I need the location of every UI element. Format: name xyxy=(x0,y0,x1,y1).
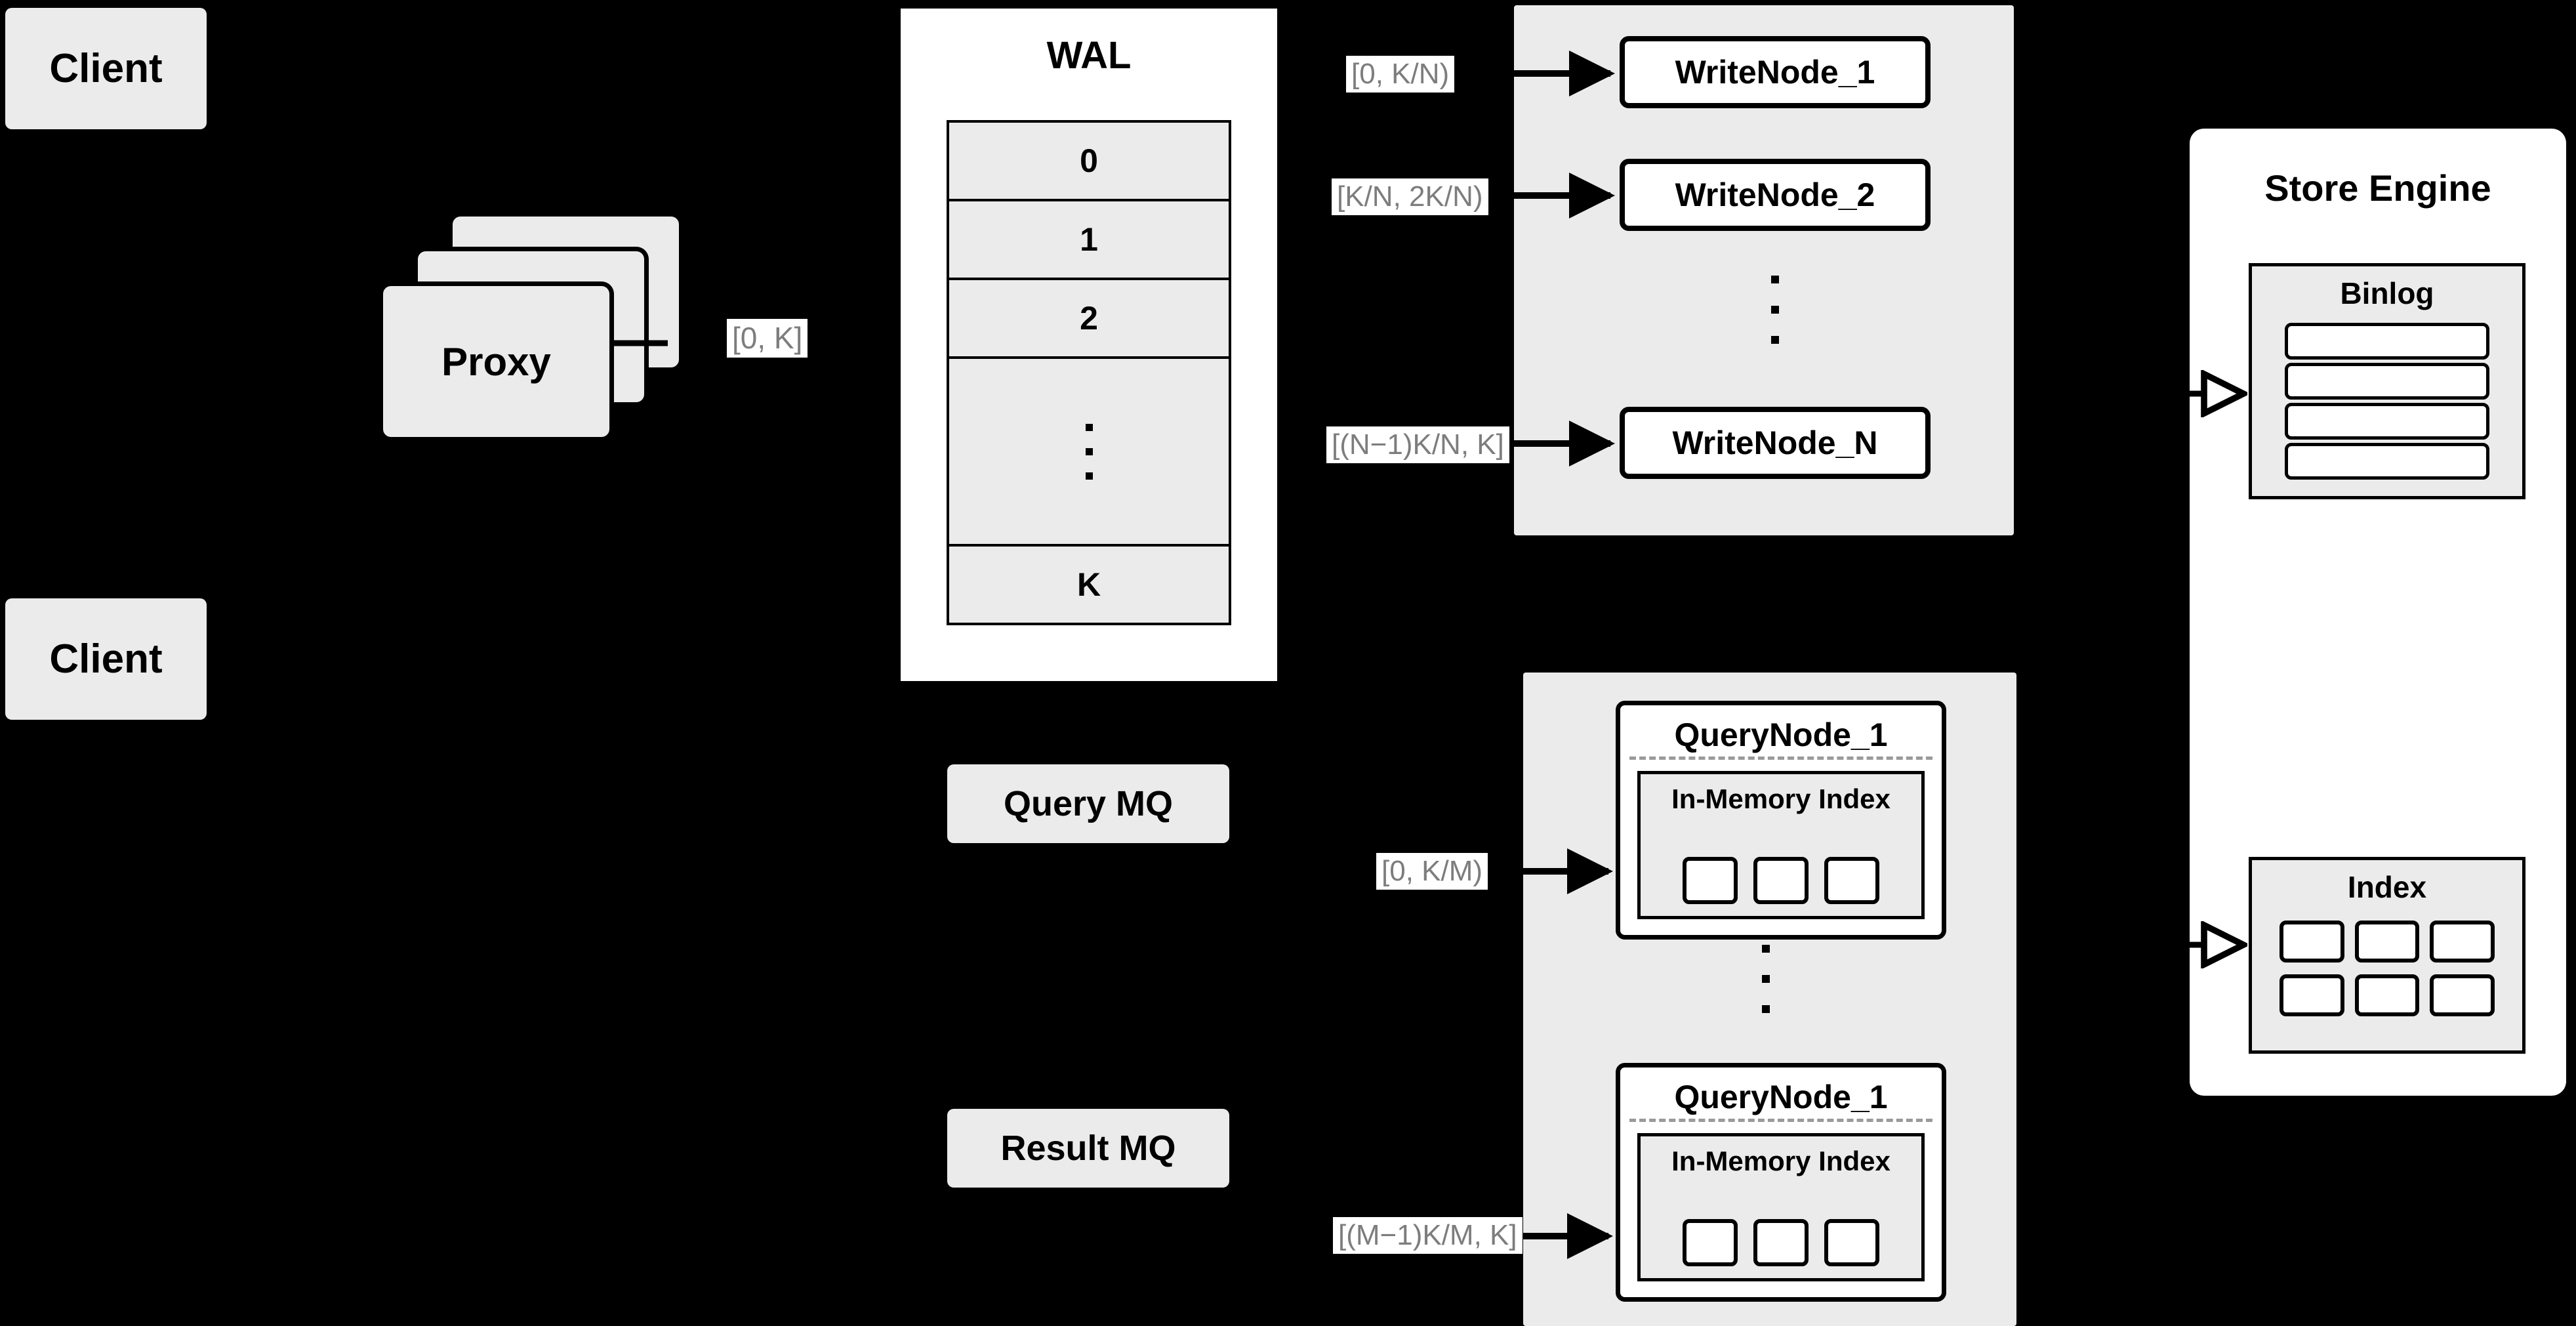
wal-entry-list: 0 1 2 K xyxy=(947,120,1231,625)
in-memory-index-m: In-Memory Index xyxy=(1637,1133,1925,1281)
ellipsis-dot xyxy=(1085,423,1093,431)
edge-label-write-node-1: [0, K/N) xyxy=(1346,56,1455,93)
query-node-ellipsis xyxy=(1762,945,1770,1013)
ellipsis-dot xyxy=(1771,336,1779,344)
query-node-1-divider xyxy=(1629,756,1932,760)
ellipsis-dot xyxy=(1085,472,1093,480)
wal-row-1[interactable]: 1 xyxy=(949,201,1229,280)
write-node-2-label: WriteNode_2 xyxy=(1675,176,1875,213)
store-engine-panel: Store Engine Binlog Index xyxy=(2190,129,2566,1096)
index-cell[interactable] xyxy=(1683,1219,1738,1266)
write-node-1[interactable]: WriteNode_1 xyxy=(1620,36,1931,108)
edge-label-write-node-2: [K/N, 2K/N) xyxy=(1332,178,1488,216)
in-memory-index-1-title: In-Memory Index xyxy=(1671,783,1891,814)
in-memory-index-m-cells xyxy=(1641,1219,1921,1266)
edge-label-query-node-m: [(M−1)K/M, K] xyxy=(1333,1217,1523,1254)
wal-title: WAL xyxy=(1046,34,1132,77)
binlog-row[interactable] xyxy=(2285,403,2489,440)
proxy-box[interactable]: Proxy xyxy=(383,286,609,437)
in-memory-index-1-cells xyxy=(1641,857,1921,904)
client-box-2[interactable]: Client xyxy=(5,598,207,720)
index-cell[interactable] xyxy=(1824,1219,1879,1266)
binlog-row[interactable] xyxy=(2285,323,2489,360)
query-mq-label: Query MQ xyxy=(1003,783,1174,823)
query-mq-box[interactable]: Query MQ xyxy=(947,764,1229,843)
ellipsis-dot xyxy=(1762,975,1770,983)
client-label-1: Client xyxy=(49,45,163,91)
index-cell[interactable] xyxy=(1824,857,1879,904)
wal-panel: WAL 0 1 2 K xyxy=(896,4,1282,686)
binlog-row-list xyxy=(2285,323,2489,480)
ellipsis-dot xyxy=(1085,447,1093,455)
query-node-m-title: QueryNode_1 xyxy=(1674,1079,1888,1115)
ellipsis-dot xyxy=(1771,306,1779,314)
write-node-n[interactable]: WriteNode_N xyxy=(1620,407,1931,479)
write-node-ellipsis xyxy=(1771,276,1779,344)
ellipsis-dot xyxy=(1762,945,1770,953)
in-memory-index-m-title: In-Memory Index xyxy=(1671,1146,1891,1176)
index-cell[interactable] xyxy=(2430,974,2495,1016)
query-node-1-title: QueryNode_1 xyxy=(1674,716,1888,753)
client-box-1[interactable]: Client xyxy=(5,8,207,129)
index-cell[interactable] xyxy=(2354,974,2420,1016)
binlog-panel: Binlog xyxy=(2249,263,2525,499)
query-node-m[interactable]: QueryNode_1 In-Memory Index xyxy=(1616,1063,1946,1302)
wal-row-ellipsis xyxy=(949,359,1229,547)
write-node-2[interactable]: WriteNode_2 xyxy=(1620,159,1931,231)
index-panel: Index xyxy=(2249,857,2525,1054)
store-engine-title: Store Engine xyxy=(2264,167,2491,209)
write-node-n-label: WriteNode_N xyxy=(1672,425,1878,461)
wal-row-2[interactable]: 2 xyxy=(949,280,1229,359)
binlog-title: Binlog xyxy=(2340,276,2434,310)
index-cell[interactable] xyxy=(1753,857,1809,904)
index-cell[interactable] xyxy=(2280,974,2344,1016)
query-node-1[interactable]: QueryNode_1 In-Memory Index xyxy=(1616,701,1946,940)
index-cell[interactable] xyxy=(2280,921,2344,963)
wal-row-k[interactable]: K xyxy=(949,547,1229,623)
index-cell-grid xyxy=(2280,921,2495,1016)
binlog-row[interactable] xyxy=(2285,443,2489,480)
client-label-2: Client xyxy=(49,636,163,682)
write-node-1-label: WriteNode_1 xyxy=(1675,54,1875,91)
index-cell[interactable] xyxy=(1753,1219,1809,1266)
ellipsis-dot xyxy=(1762,1005,1770,1013)
in-memory-index-1: In-Memory Index xyxy=(1637,771,1925,919)
index-cell[interactable] xyxy=(1683,857,1738,904)
edge-label-proxy-to-wal: [0, K] xyxy=(727,319,808,358)
binlog-row[interactable] xyxy=(2285,363,2489,400)
result-mq-box[interactable]: Result MQ xyxy=(947,1109,1229,1188)
query-node-m-divider xyxy=(1629,1119,1932,1122)
result-mq-label: Result MQ xyxy=(1000,1128,1176,1168)
index-title: Index xyxy=(2347,870,2427,904)
edge-label-write-node-n: [(N−1)K/N, K] xyxy=(1326,426,1509,464)
ellipsis-dot xyxy=(1771,276,1779,283)
wal-row-0[interactable]: 0 xyxy=(949,123,1229,201)
index-cell[interactable] xyxy=(2430,921,2495,963)
proxy-label: Proxy xyxy=(441,339,551,384)
index-cell[interactable] xyxy=(2354,921,2420,963)
edge-label-query-node-1: [0, K/M) xyxy=(1376,853,1488,890)
